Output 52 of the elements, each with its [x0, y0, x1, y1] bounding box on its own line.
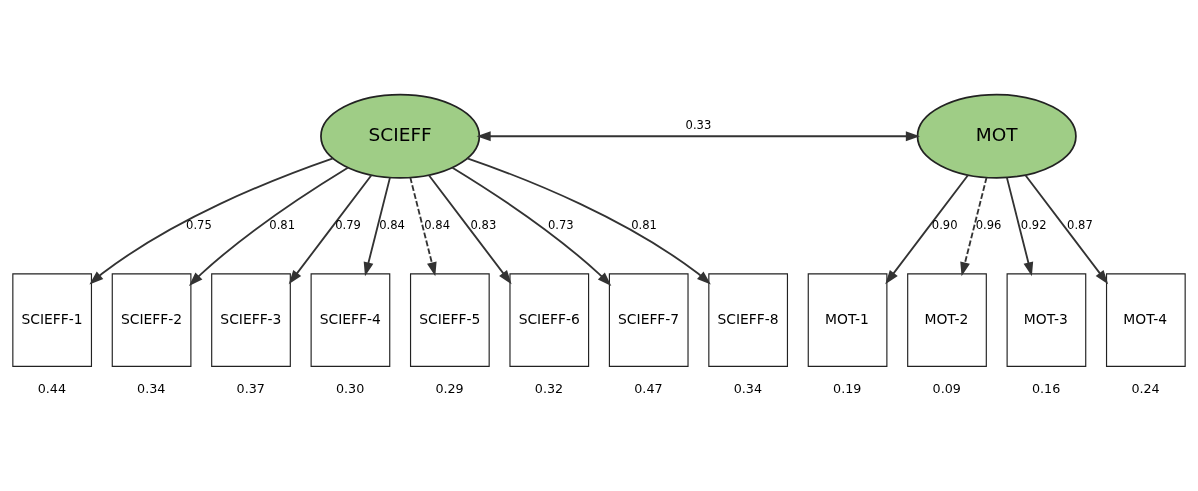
- node-ellipse: SCIEFF: [320, 93, 481, 179]
- arrow: [885, 174, 969, 285]
- node-box: MOT-3: [1006, 273, 1087, 367]
- arrow: [476, 131, 920, 142]
- edge-label: 0.84: [379, 217, 405, 232]
- node-label: 0.34: [733, 380, 762, 396]
- edge-label: 0.92: [1020, 217, 1047, 232]
- node-box: SCIEFF-6: [509, 273, 590, 367]
- arrow: [288, 174, 373, 285]
- arrow: [89, 157, 334, 285]
- arrow: [188, 166, 349, 287]
- node-label: 0.44: [37, 380, 66, 396]
- node-label: 0.34: [137, 380, 166, 396]
- node-box: SCIEFF-4: [310, 273, 391, 367]
- node-box: SCIEFF-5: [409, 273, 490, 367]
- arrow: [960, 176, 988, 277]
- edge-label: 0.75: [186, 217, 212, 232]
- node-label: 0.29: [435, 380, 464, 396]
- edge-label: 0.90: [931, 217, 958, 232]
- edge-label: 0.81: [269, 217, 296, 232]
- node-box: MOT-4: [1105, 273, 1186, 367]
- node-label: 0.16: [1031, 380, 1061, 396]
- edge-label: 0.79: [335, 217, 361, 232]
- edge-label: 0.87: [1067, 217, 1093, 232]
- edge-label: 0.83: [470, 217, 497, 232]
- node-label: 0.24: [1131, 380, 1160, 396]
- edge-label: 0.73: [547, 217, 574, 232]
- node-box: SCIEFF-3: [211, 273, 291, 367]
- edge-label: 0.96: [975, 217, 1002, 232]
- node-box: SCIEFF-1: [12, 273, 93, 367]
- node-label: 0.47: [634, 380, 663, 396]
- node-label: 0.30: [335, 380, 365, 396]
- edge-label: 0.33: [685, 118, 712, 133]
- node-box: SCIEFF-2: [111, 273, 192, 367]
- node-box: SCIEFF-8: [708, 273, 789, 367]
- arrow: [1005, 176, 1034, 277]
- node-label: 0.19: [833, 380, 862, 396]
- node-label: 0.32: [534, 380, 564, 396]
- node-box: SCIEFF-7: [608, 273, 689, 367]
- node-box: MOT-2: [907, 273, 987, 367]
- arrow: [363, 176, 391, 277]
- arrow: [409, 176, 437, 277]
- node-ellipse: MOT: [916, 93, 1077, 179]
- arrow: [466, 157, 711, 285]
- arrow: [451, 166, 612, 287]
- node-label: 0.37: [236, 380, 265, 396]
- node-label: 0.09: [932, 380, 961, 396]
- arrow: [1024, 174, 1109, 285]
- node-box: MOT-1: [807, 273, 888, 367]
- edge-label: 0.81: [631, 217, 657, 232]
- arrow: [427, 174, 512, 285]
- edge-label: 0.84: [424, 217, 450, 232]
